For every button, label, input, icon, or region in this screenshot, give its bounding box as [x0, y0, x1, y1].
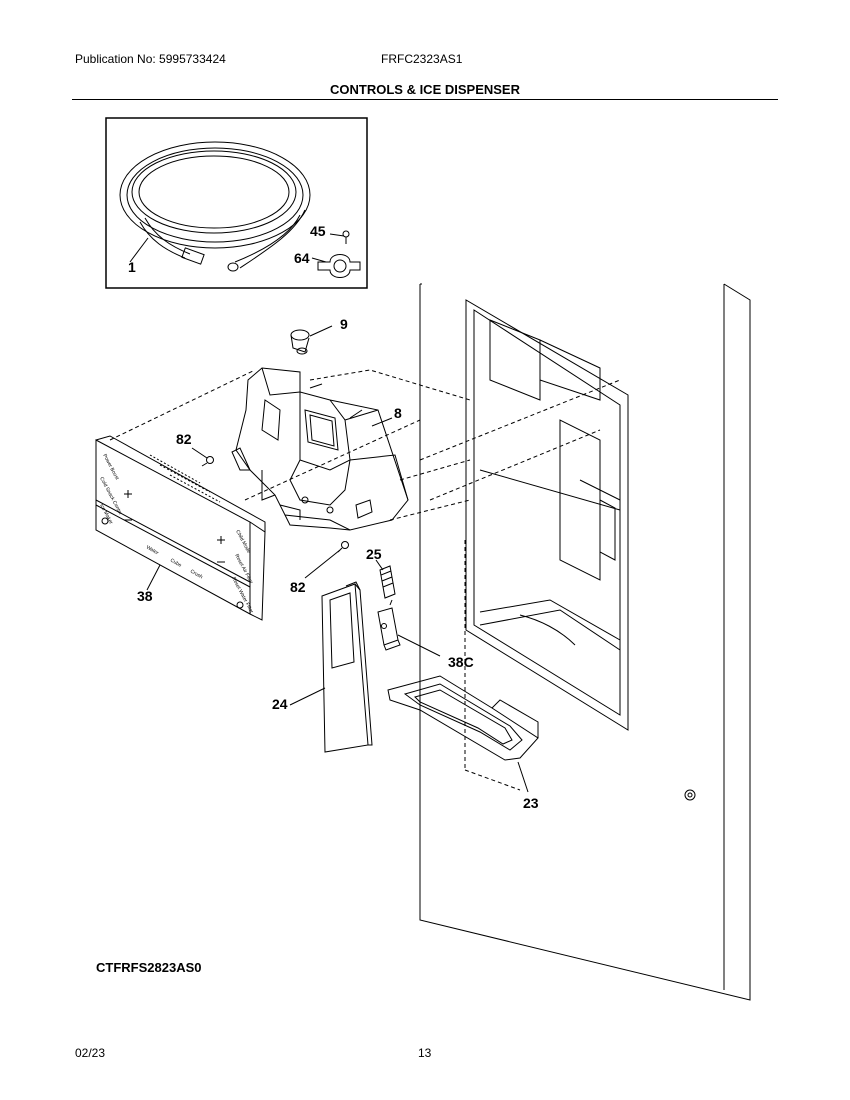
- part-9-knob: [290, 329, 310, 355]
- leader-82-upper: [191, 447, 208, 459]
- part-24-dispenser-paddle: [321, 581, 373, 753]
- callout-82-upper: 82: [176, 431, 192, 447]
- callout-38: 38: [137, 588, 153, 604]
- inset-box: [105, 117, 368, 289]
- label-water: Water: [145, 545, 160, 557]
- part-38-control-panel: [95, 435, 266, 621]
- model-number: FRFC2323AS1: [381, 52, 463, 66]
- label-crush: Crush: [189, 569, 204, 581]
- header-rule: [72, 99, 778, 100]
- control-panel-labels: Power Boost Cold Snack Center Ice Maker …: [98, 453, 254, 615]
- refrigerator-door: [419, 283, 751, 1001]
- leader-38c: [397, 634, 441, 657]
- part-23-drip-tray: [387, 675, 539, 761]
- leader-9: [309, 325, 333, 337]
- diagram-code: CTFRFS2823AS0: [96, 960, 202, 975]
- callout-45: 45: [310, 223, 326, 239]
- label-child-mode: Child Mode: [234, 529, 251, 554]
- callout-82-lower: 82: [290, 579, 306, 595]
- callout-8: 8: [394, 405, 402, 421]
- callout-38c: 38C: [448, 654, 474, 670]
- leader-38: [146, 564, 161, 591]
- leader-82-lower: [304, 549, 341, 579]
- leader-24: [289, 687, 326, 706]
- part-25-spring: [379, 565, 396, 599]
- label-ice-maker: Ice Maker: [98, 503, 114, 525]
- part-1-water-tube: [119, 141, 311, 272]
- leader-23: [517, 761, 529, 793]
- page-number: 13: [418, 1046, 432, 1060]
- assembly-guide-lines: [109, 369, 471, 521]
- leader-64: [311, 257, 327, 263]
- part-45-screw: [342, 230, 350, 244]
- part-64-clamp: [317, 254, 361, 278]
- callout-1: 1: [128, 259, 136, 275]
- section-title: CONTROLS & ICE DISPENSER: [330, 82, 520, 97]
- leader-1: [129, 237, 149, 263]
- part-8-ice-chute-housing: [231, 367, 409, 531]
- callout-24: 24: [272, 696, 288, 712]
- part-82-screw-upper: [201, 456, 214, 467]
- publication-date: 02/23: [75, 1046, 106, 1060]
- leader-25: [375, 559, 384, 571]
- callout-25: 25: [366, 546, 382, 562]
- callout-64: 64: [294, 250, 310, 266]
- callout-23: 23: [523, 795, 539, 811]
- callout-9: 9: [340, 316, 348, 332]
- leader-45: [329, 233, 345, 237]
- leader-8: [371, 417, 393, 427]
- label-cube: Cube: [169, 558, 183, 569]
- publication-number: Publication No: 5995733424: [75, 52, 226, 66]
- part-38c-switch: [377, 599, 401, 651]
